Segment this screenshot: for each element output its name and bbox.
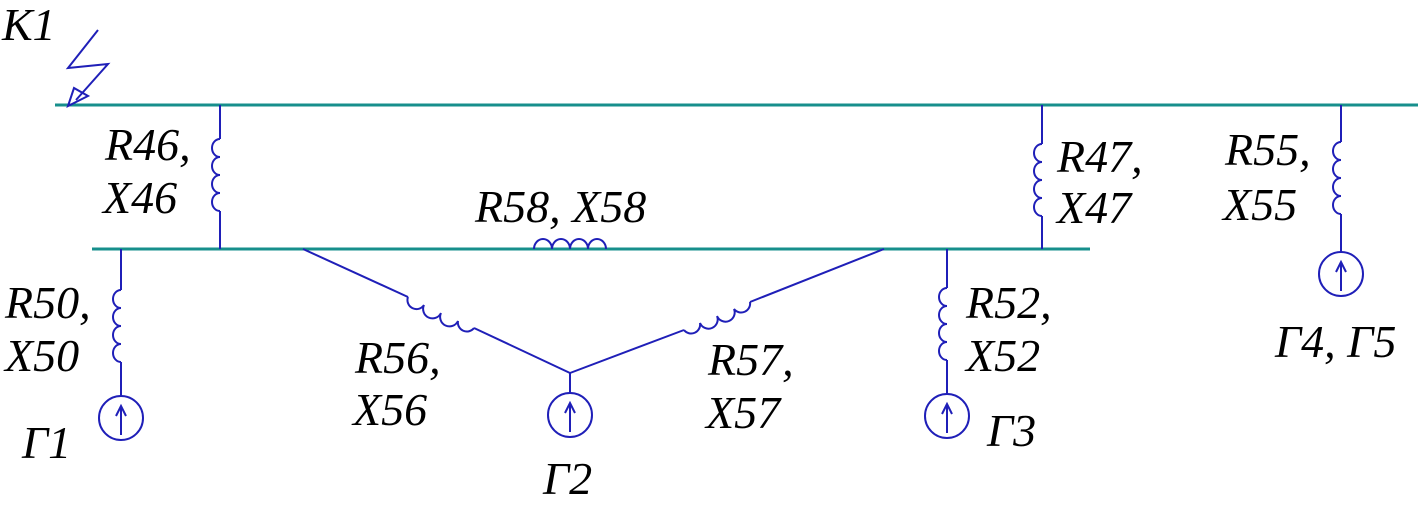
label-r57-line2: X57 xyxy=(704,387,782,438)
label-r46-line2: X46 xyxy=(101,172,177,223)
label-g45: Г4, Г5 xyxy=(1274,316,1396,367)
generator-g2-icon xyxy=(547,373,593,438)
label-r56-line2: X56 xyxy=(351,384,427,435)
label-g1: Г1 xyxy=(21,417,71,468)
label-r57-line1: R57, xyxy=(707,334,794,385)
label-r52-line1: R52, xyxy=(965,277,1052,328)
label-r47-line2: X47 xyxy=(1055,182,1133,233)
generator-g1-icon xyxy=(98,395,144,441)
label-r50-line2: X50 xyxy=(3,330,79,381)
branch-r50-inductor xyxy=(112,249,122,396)
fault-lightning-arrow-icon xyxy=(65,29,111,108)
label-r52-line2: X52 xyxy=(964,330,1040,381)
label-r50-line1: R50, xyxy=(4,277,91,328)
branch-r57-inductor xyxy=(569,248,885,374)
branch-r55-inductor xyxy=(1332,105,1342,252)
branch-r56-inductor xyxy=(302,248,571,374)
label-r56-line1: R56, xyxy=(354,332,441,383)
label-r55-line2: X55 xyxy=(1221,179,1297,230)
label-r46-line1: R46, xyxy=(104,119,191,170)
branch-r52-inductor xyxy=(938,249,948,394)
label-r55-line1: R55, xyxy=(1224,124,1311,175)
generator-g3-icon xyxy=(924,393,970,439)
fault-label: К1 xyxy=(1,0,56,50)
generator-g45-icon xyxy=(1318,251,1364,297)
branch-r46-inductor xyxy=(211,105,221,249)
label-r58: R58, X58 xyxy=(474,181,646,232)
branch-r58-inductor xyxy=(533,238,607,250)
label-r47-line1: R47, xyxy=(1056,131,1143,182)
branch-r47-inductor xyxy=(1033,105,1043,249)
label-g3: Г3 xyxy=(986,405,1036,456)
label-g2: Г2 xyxy=(542,453,592,504)
